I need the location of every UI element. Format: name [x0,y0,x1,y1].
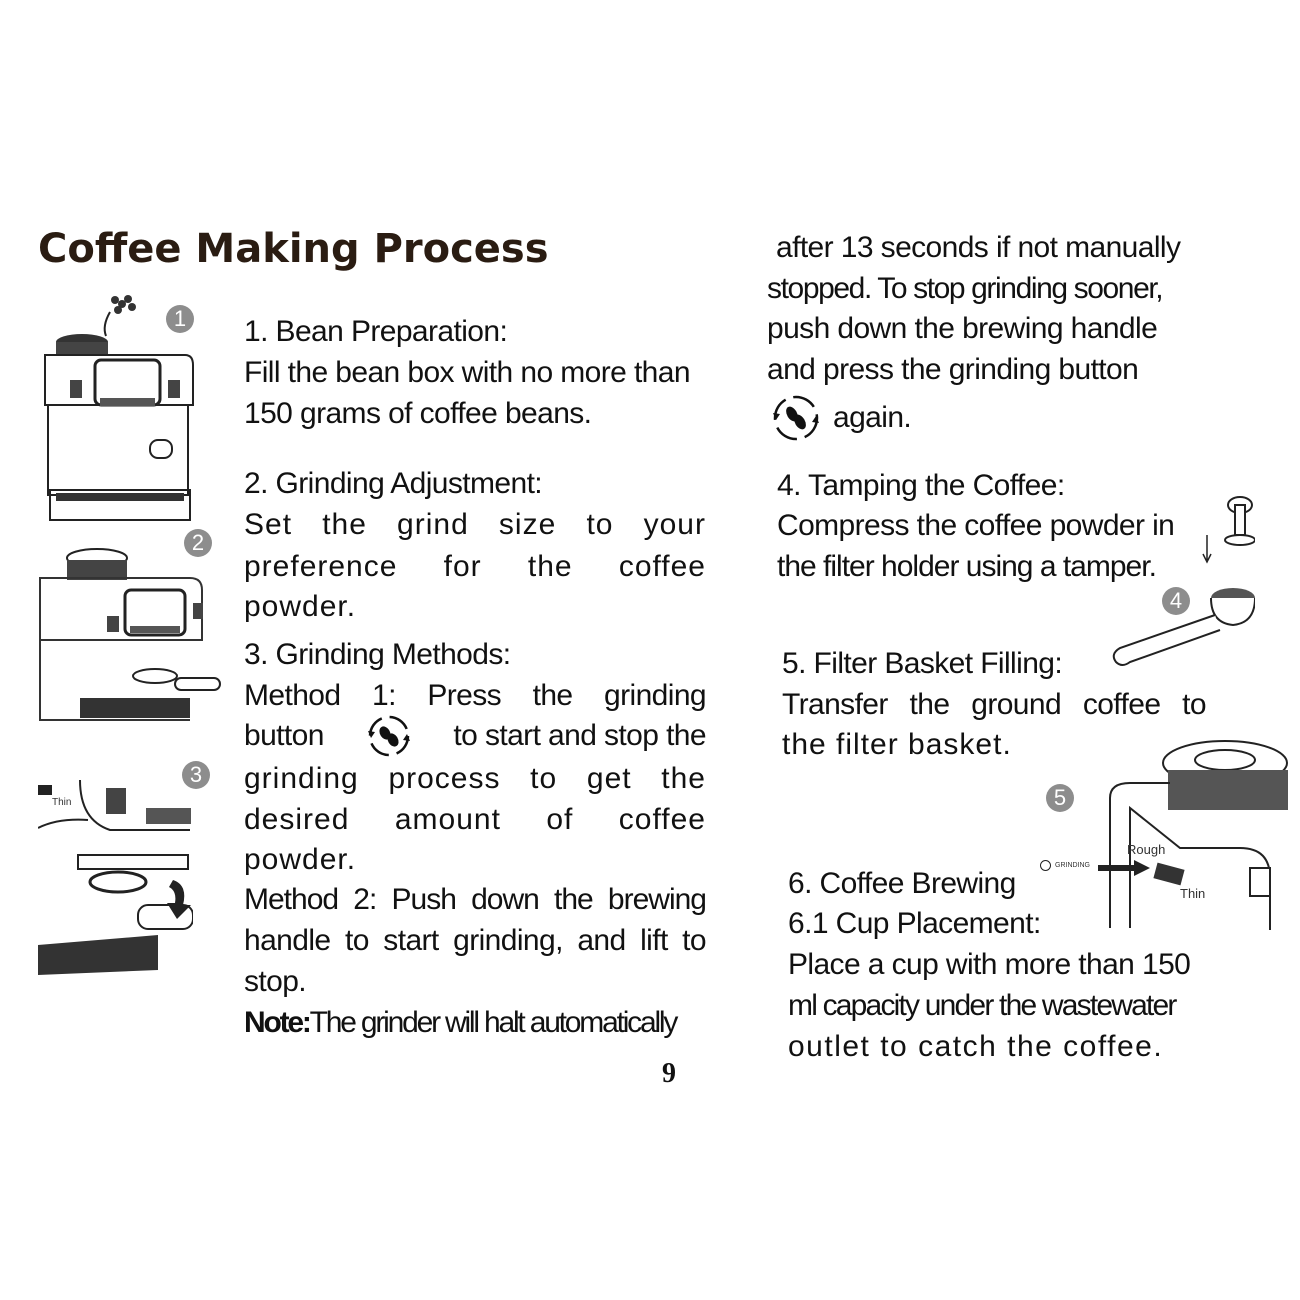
step4-text: Compress the coffee powder in [777,509,1175,542]
grinding-small-icon [1040,860,1051,871]
step3-method1-line2: button to start and stop the [244,715,707,757]
step-badge-2: 2 [184,529,212,557]
step-badge-3: 3 [182,761,210,789]
step-badge-1: 1 [166,305,194,333]
step4-heading: 4. Tamping the Coffee: [777,469,1065,502]
step3-method2: stop. [244,965,307,998]
grind-adjustment-illustration [1109,740,1288,930]
step3-method2: handle to start grinding, and lift to [244,924,707,957]
grinding-button-icon [773,395,819,441]
note-text: The grinder will halt automatically [309,1006,679,1039]
step5-heading: 5. Filter Basket Filling: [782,647,1063,680]
step3-method1: desired amount of coffee [244,803,706,836]
label-thin-fig3: Thin [52,797,72,808]
page-title: Coffee Making Process [38,226,549,272]
step2-text: Set the grind size to your [244,508,706,541]
step3-method1: Method 1: Press the grinding [244,679,707,712]
arrow-icon [1098,860,1150,876]
grinding-button-icon [367,715,410,757]
step5-text: Transfer the ground coffee to [782,688,1207,721]
label-rough: Rough [1127,842,1166,857]
step3-method1: grinding process to get the [244,762,706,795]
coffee-machine-illustration-3 [38,780,193,975]
step-badge-4: 4 [1162,587,1190,615]
step2-text: preference for the coffee [244,550,706,583]
note-continued: stopped. To stop grinding sooner, [767,272,1164,305]
note-label: Note: [244,1006,312,1039]
coffee-machine-illustration-2 [39,548,221,721]
note-continued: push down the brewing handle [767,312,1158,345]
step6-heading: 6. Coffee Brewing [788,867,1016,900]
coffee-machine-illustration-1 [44,295,194,521]
method1-text: to start and stop the [453,719,706,752]
step1-heading: 1. Bean Preparation: [244,315,508,348]
note-continued-again: again. [767,392,912,444]
button-word: button [244,719,324,752]
step6-text: ml capacity under the wastewater [788,989,1177,1022]
step3-method2: Method 2: Push down the brewing [244,883,707,916]
step2-text: powder. [244,590,357,623]
label-thin: Thin [1180,886,1206,901]
step6-subheading: 6.1 Cup Placement: [788,907,1041,940]
step4-text: the filter holder using a tamper. [777,550,1157,583]
step1-text: Fill the bean box with no more than [244,356,691,389]
page-number: 9 [662,1058,676,1089]
step3-method1: powder. [244,843,357,876]
note-continued: after 13 seconds if not manually [776,231,1181,264]
note-continued: and press the grinding button [767,353,1139,386]
step1-text: 150 grams of coffee beans. [244,397,592,430]
step5-text: the filter basket. [782,728,1012,761]
step6-text: Place a cup with more than 150 [788,948,1191,981]
step-badge-5: 5 [1046,784,1074,812]
step3-heading: 3. Grinding Methods: [244,638,511,671]
step6-text: outlet to catch the coffee. [788,1030,1164,1063]
note: Note:The grinder will halt automatically [244,1005,706,1041]
tamper-illustration [1112,496,1255,666]
again-text: again. [833,401,912,434]
step2-heading: 2. Grinding Adjustment: [244,467,543,500]
grinding-label: GRINDING [1040,860,1090,871]
